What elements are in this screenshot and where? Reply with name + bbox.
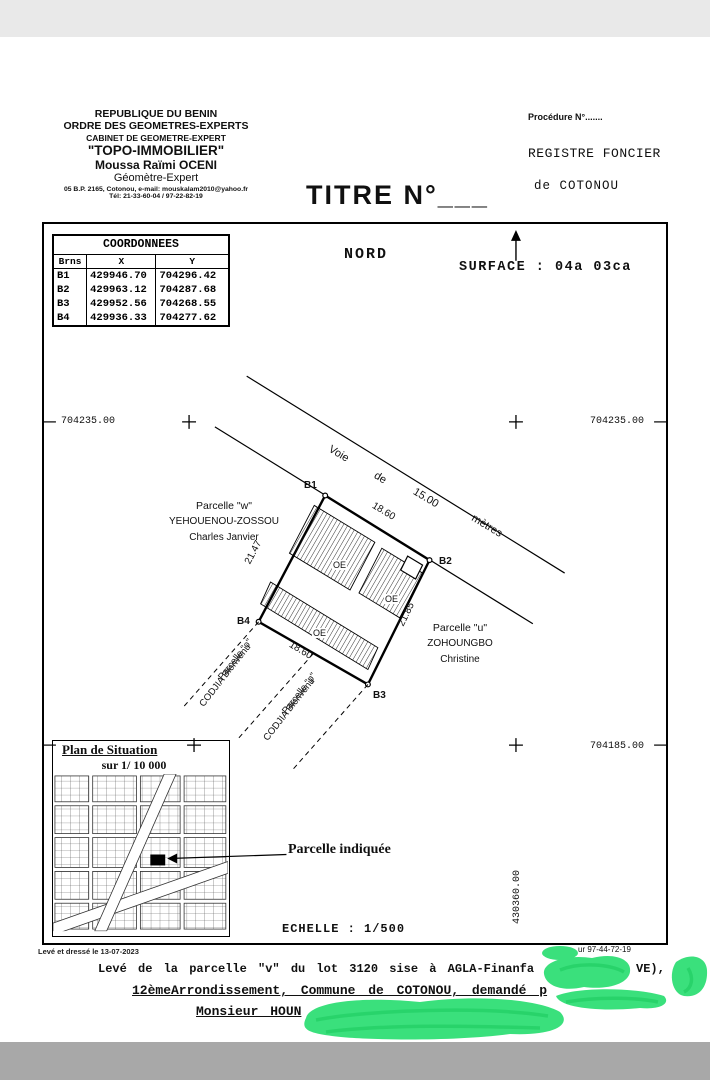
cabinet-header-block: REPUBLIQUE DU BENIN ORDRE DES GEOMETRES-… <box>40 108 272 200</box>
procedure-number: Procédure N°....... <box>528 112 603 122</box>
table-row: B3 429952.56 704268.55 <box>52 297 230 311</box>
building-label-oe2: OE <box>384 594 400 604</box>
borne-y: 704296.42 <box>155 268 230 283</box>
redaction-scribbles <box>304 946 708 1040</box>
cabinet-order: ORDRE DES GEOMETRES-EXPERTS <box>63 120 249 132</box>
map-streets <box>52 773 228 932</box>
north-arrow-icon <box>510 229 521 261</box>
viewer-bottom-margin <box>0 1042 710 1080</box>
north-label: NORD <box>344 246 389 263</box>
coordinates-table: COORDONNEES Brns X Y B1 429946.70 704296… <box>52 234 230 327</box>
redaction-blob-right-top <box>543 955 631 989</box>
borne-x: 429946.70 <box>86 268 157 283</box>
situation-map <box>52 773 228 932</box>
document-title: TITRE N°___ <box>306 180 489 210</box>
borne-y: 704277.62 <box>155 311 230 326</box>
col-header-y: Y <box>155 254 230 269</box>
neighbor-u-owner2: Christine <box>440 654 480 665</box>
borne-id: B3 <box>52 297 88 311</box>
neighbor-w-owner: YEHOUENOU-ZOSSOU <box>168 516 279 527</box>
borne-label-b3: B3 <box>373 690 386 701</box>
situation-title: Plan de Situation <box>62 742 158 757</box>
scale-label: ECHELLE : 1/500 <box>282 922 406 936</box>
grid-cross-icons <box>182 414 523 753</box>
building-label-oe1: OE <box>332 560 348 570</box>
coordinates-title: COORDONNEES <box>52 235 230 255</box>
plan-frame: COORDONNEES Brns X Y B1 429946.70 704296… <box>42 222 668 945</box>
borne-y: 704287.68 <box>155 283 230 297</box>
redaction-squiggles <box>315 963 694 1034</box>
surveyor-name: Moussa Raïmi OCENI <box>94 158 218 172</box>
footer-line1-tail: VE), <box>636 962 665 976</box>
borne-label-b1: B1 <box>304 480 317 491</box>
redaction-blob-big <box>304 998 564 1040</box>
borne-x: 429963.12 <box>86 283 157 297</box>
dashed-boundaries <box>182 621 369 771</box>
borne-id: B2 <box>52 283 88 297</box>
indicated-parcel-label: Parcelle indiquée <box>288 842 391 857</box>
grid-label-right-704235: 704235.00 <box>590 416 645 427</box>
col-header-borne: Brns <box>52 254 88 269</box>
borne-y: 704268.55 <box>155 297 230 311</box>
neighbor-w-owner2: Charles Janvier <box>189 532 259 543</box>
table-row: B1 429946.70 704296.42 <box>52 268 230 283</box>
redaction-blob-right-edge <box>671 956 708 997</box>
situation-plan-box <box>52 740 230 937</box>
footer-line2: 12èmeArrondissement, Commune de COTONOU,… <box>132 983 548 998</box>
hatch-area-3 <box>260 581 379 671</box>
borne-id: B4 <box>52 311 88 326</box>
col-header-x: X <box>86 254 157 269</box>
survey-date: Levé et dressé le 13-07-2023 <box>38 947 139 956</box>
situation-scale: sur 1/ 10 000 <box>101 758 167 772</box>
cabinet-name: "TOPO-IMMOBILIER" <box>87 143 225 158</box>
redaction-dab <box>542 946 578 960</box>
cabinet-phone: Tél: 21-33-60-04 / 97-22-82-19 <box>109 193 203 200</box>
viewer-top-margin <box>0 0 710 37</box>
registry-line2: de COTONOU <box>534 179 620 193</box>
grid-label-left-704235: 704235.00 <box>61 416 116 427</box>
neighbor-u-name: Parcelle "u" <box>432 622 488 634</box>
indicated-parcel <box>150 854 166 866</box>
borne-id: B1 <box>52 268 88 283</box>
phone-fragment: ur 97-44-72-19 <box>578 945 631 954</box>
grid-label-right-704185: 704185.00 <box>590 741 645 752</box>
surface-label: SURFACE : 04a 03ca <box>459 260 632 275</box>
footer-line1: Levé de la parcelle "v" du lot 3120 sise… <box>98 962 535 976</box>
neighbor-w-name: Parcelle "w" <box>196 500 252 512</box>
borne-label-b4: B4 <box>237 616 250 627</box>
grid-tick-marks <box>44 421 666 746</box>
building-label-oe3: OE <box>312 628 328 638</box>
cabinet-type: CABINET DE GEOMETRE-EXPERT <box>86 133 226 143</box>
grid-label-vertical-430360: 430360.00 <box>512 869 523 924</box>
surveyor-title: Géomètre-Expert <box>113 172 199 184</box>
hatch-area-1 <box>288 504 376 591</box>
plan-line-art <box>44 229 666 932</box>
registry-line1: REGISTRE FONCIER <box>528 146 661 161</box>
cabinet-address: 05 B.P. 2165, Cotonou, e-mail: mouskalam… <box>63 186 249 193</box>
pointer-line <box>167 853 287 864</box>
parcel-notch <box>399 555 424 580</box>
cabinet-country: REPUBLIQUE DU BENIN <box>94 108 218 120</box>
table-row: B4 429936.33 704277.62 <box>52 311 230 326</box>
borne-x: 429952.56 <box>86 297 157 311</box>
borne-x: 429936.33 <box>86 311 157 326</box>
borne-label-b2: B2 <box>439 556 452 567</box>
neighbor-u-owner: ZOHOUNGBO <box>427 638 493 649</box>
footer-line3: Monsieur HOUN <box>196 1004 302 1019</box>
table-row: B2 429963.12 704287.68 <box>52 283 230 297</box>
